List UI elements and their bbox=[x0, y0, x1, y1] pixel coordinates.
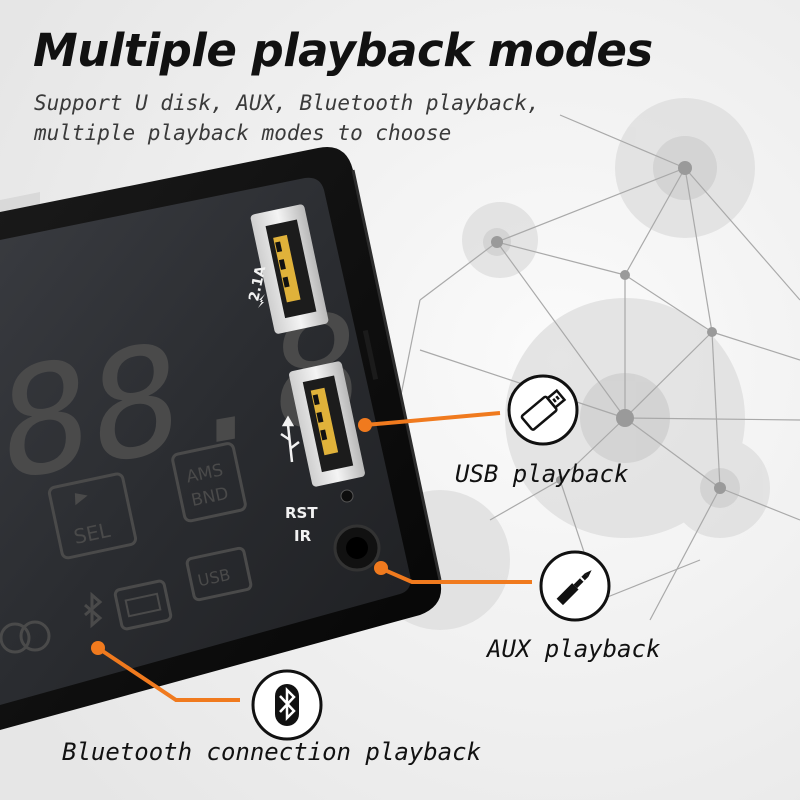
callout-lines bbox=[96, 411, 532, 702]
radio-button[interactable] bbox=[113, 579, 173, 631]
usb-callout-line bbox=[364, 411, 501, 427]
aux-plug-icon bbox=[539, 550, 611, 622]
ir-label: IR bbox=[294, 527, 312, 545]
reset-hole[interactable] bbox=[340, 489, 354, 503]
aux-callout-line bbox=[379, 566, 532, 584]
aux-playback-label: AUX playback bbox=[487, 635, 661, 663]
panel-bluetooth-icon bbox=[84, 591, 103, 629]
bluetooth-icon bbox=[251, 669, 323, 741]
charge-rating: 2.1A bbox=[246, 264, 269, 308]
usb-symbol-icon bbox=[280, 415, 300, 463]
usb-playback-label: USB playback bbox=[455, 460, 629, 488]
usb-drive-icon bbox=[507, 374, 579, 446]
usb-playback-port[interactable] bbox=[288, 361, 365, 488]
lightning-icon bbox=[258, 294, 265, 308]
usb-charge-port[interactable] bbox=[250, 204, 329, 335]
usb-callout-dot bbox=[358, 418, 372, 432]
rst-label: RST bbox=[285, 504, 318, 522]
charge-rating-label: 2.1A bbox=[246, 264, 269, 302]
subtitle-line-2: multiple playback modes to choose bbox=[34, 121, 452, 145]
bluetooth-playback-label: Bluetooth connection playback bbox=[62, 738, 482, 766]
page-subtitle: Support U disk, AUX, Bluetooth playback,… bbox=[34, 88, 674, 148]
link-icon bbox=[0, 620, 51, 654]
aux-jack[interactable] bbox=[333, 524, 381, 572]
bluetooth-callout-line bbox=[96, 646, 240, 702]
aux-callout-dot bbox=[374, 561, 388, 575]
page-title: Multiple playback modes bbox=[33, 24, 653, 77]
bluetooth-callout-dot bbox=[91, 641, 105, 655]
subtitle-line-1: Support U disk, AUX, Bluetooth playback, bbox=[34, 91, 540, 115]
